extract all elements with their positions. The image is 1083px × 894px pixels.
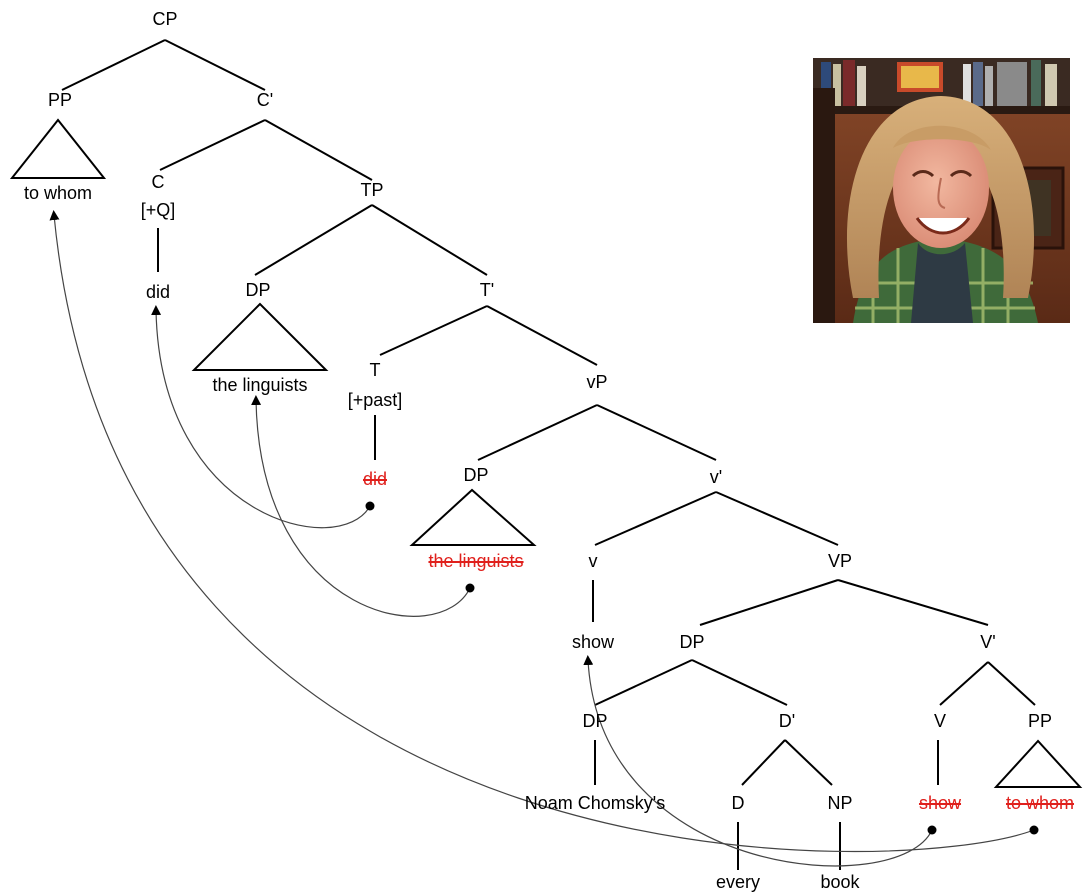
node-show: show <box>571 632 615 652</box>
node-every: every <box>715 872 761 892</box>
node-c-bar: C' <box>256 90 274 110</box>
node-show-trace: show <box>918 793 962 813</box>
node-vp-little: vP <box>586 372 608 392</box>
node-d-bar: D' <box>778 711 796 731</box>
node-v-bar-little: v' <box>709 467 723 487</box>
node-v-bar: V' <box>980 632 996 652</box>
arrow-to-whom-movement <box>49 210 1035 853</box>
node-to-whom-trace: to whom <box>1005 793 1075 813</box>
node-to-whom: to whom <box>23 183 93 203</box>
trace-dots <box>365 501 1039 835</box>
movement-arrows <box>49 210 1035 867</box>
node-vp-big: VP <box>827 551 853 571</box>
node-t-feature: [+past] <box>347 390 403 410</box>
arrow-show-movement <box>583 655 933 867</box>
node-dp-possessor: DP <box>582 711 608 731</box>
node-v-little: v <box>588 551 598 571</box>
node-c-feature: [+Q] <box>140 200 176 220</box>
node-dp-object: DP <box>679 632 705 652</box>
node-c: C <box>151 172 165 192</box>
node-tp: TP <box>360 180 384 200</box>
node-noam-chomskys: Noam Chomsky's <box>524 793 666 813</box>
arrow-linguists-movement <box>251 395 471 617</box>
node-t: T <box>369 360 381 380</box>
branch-lines <box>9 39 1083 870</box>
node-pp-spec: PP <box>47 90 73 110</box>
node-np: NP <box>827 793 853 813</box>
node-dp-spec: DP <box>245 280 271 300</box>
arrow-did-movement <box>151 305 371 529</box>
node-did-trace: did <box>362 469 388 489</box>
node-d: D <box>731 793 745 813</box>
node-the-linguists: the linguists <box>212 375 308 395</box>
node-v: V <box>933 711 947 731</box>
node-pp-complement: PP <box>1027 711 1053 731</box>
node-dp-subject: DP <box>463 465 489 485</box>
portrait-photo-drawing <box>813 58 1070 323</box>
node-book: book <box>820 872 860 892</box>
node-cp: CP <box>152 9 178 29</box>
node-did: did <box>145 282 171 302</box>
node-t-bar: T' <box>479 280 495 300</box>
portrait-photo <box>813 58 1070 323</box>
node-the-linguists-trace: the linguists <box>428 551 524 571</box>
